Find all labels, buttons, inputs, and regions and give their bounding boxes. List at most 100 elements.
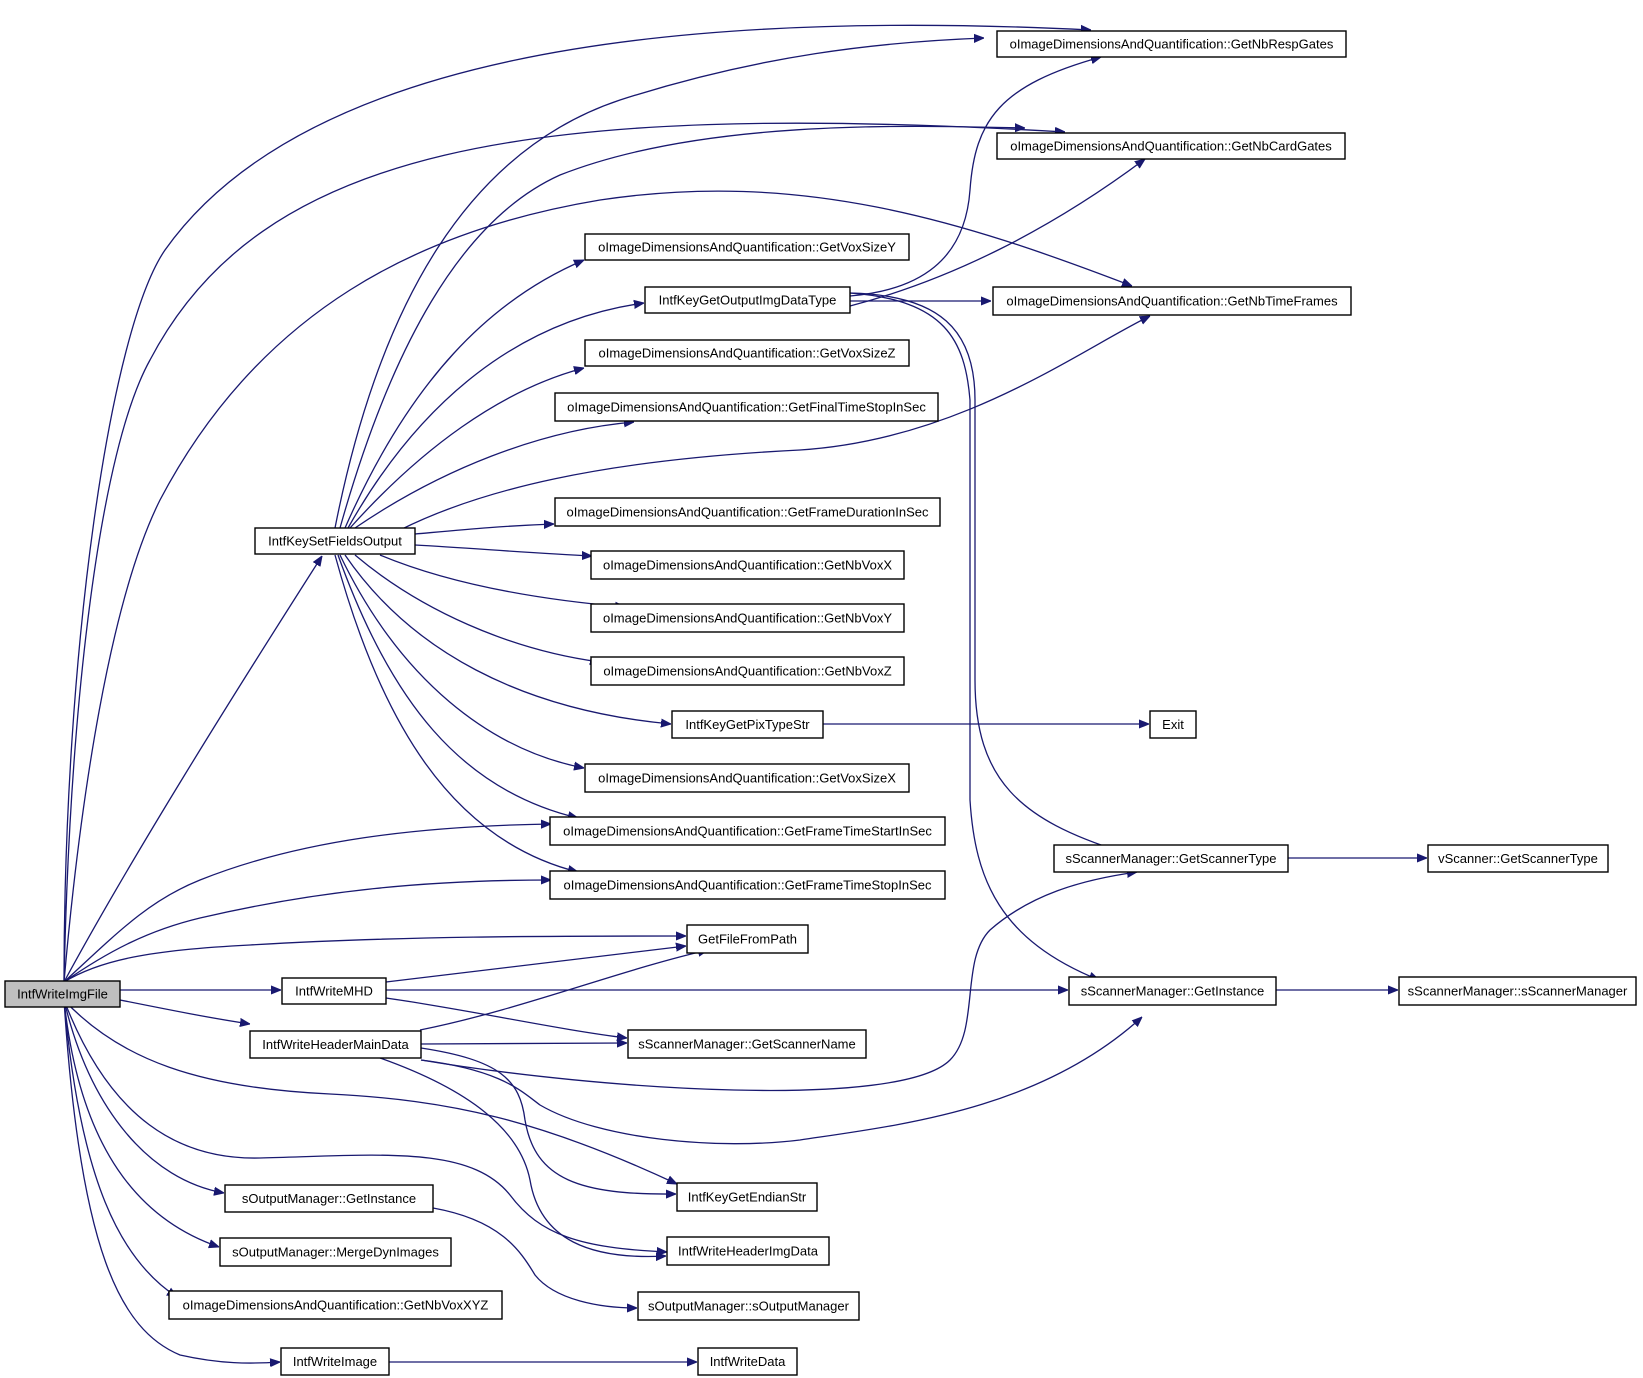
node-get-frame-time-start-in-sec[interactable]: oImageDimensionsAndQuantification::GetFr…	[549, 816, 946, 846]
edge-root-to-frame-time-start	[63, 824, 551, 983]
label-scanner-manager-get-scanner-type: sScannerManager::GetScannerType	[1065, 851, 1276, 866]
edge-set-fields-to-get-nb-resp-gates	[334, 38, 984, 529]
edge-set-fields-to-get-nb-vox-x	[414, 544, 592, 556]
node-scanner-manager-get-scanner-name[interactable]: sScannerManager::GetScannerName	[627, 1029, 867, 1059]
node-intf-write-header-img-data[interactable]: IntfWriteHeaderImgData	[666, 1236, 830, 1266]
label-intf-write-image: IntfWriteImage	[293, 1354, 377, 1369]
node-get-frame-time-stop-in-sec[interactable]: oImageDimensionsAndQuantification::GetFr…	[549, 870, 946, 900]
edge-main-data-to-header-img-data	[379, 1057, 666, 1256]
edge-root-to-get-nb-time-frames	[63, 190, 1132, 983]
edge-root-to-get-nb-resp-gates	[63, 24, 1091, 983]
edge-set-fields-to-get-nb-time-frames	[399, 316, 1150, 531]
node-output-manager-ctor[interactable]: sOutputManager::sOutputManager	[637, 1291, 860, 1321]
node-get-nb-vox-y[interactable]: oImageDimensionsAndQuantification::GetNb…	[590, 603, 905, 633]
label-get-nb-vox-y: oImageDimensionsAndQuantification::GetNb…	[603, 611, 892, 626]
node-scanner-manager-get-instance[interactable]: sScannerManager::GetInstance	[1068, 976, 1277, 1006]
node-get-final-time-stop-in-sec[interactable]: oImageDimensionsAndQuantification::GetFi…	[554, 392, 939, 422]
edge-main-data-to-endian-str	[420, 1047, 676, 1194]
node-intf-write-mhd[interactable]: IntfWriteMHD	[281, 977, 387, 1005]
label-output-manager-get-instance: sOutputManager::GetInstance	[242, 1191, 416, 1206]
label-get-nb-resp-gates: oImageDimensionsAndQuantification::GetNb…	[1010, 37, 1334, 52]
edge-output-type-to-scanner-instance	[849, 292, 1099, 981]
node-intf-key-get-output-img-data-type[interactable]: IntfKeyGetOutputImgDataType	[644, 286, 851, 314]
node-get-vox-size-x[interactable]: oImageDimensionsAndQuantification::GetVo…	[584, 763, 910, 793]
node-intf-key-get-pix-type-str[interactable]: IntfKeyGetPixTypeStr	[671, 710, 824, 739]
node-intf-write-data[interactable]: IntfWriteData	[697, 1347, 798, 1376]
label-intf-write-data: IntfWriteData	[710, 1354, 786, 1369]
edge-main-data-to-scanner-name	[420, 1043, 627, 1044]
edge-main-data-to-get-file-from-path	[419, 950, 708, 1031]
label-scanner-manager-ctor: sScannerManager::sScannerManager	[1408, 984, 1628, 999]
edge-root-to-intf-write-image	[63, 999, 280, 1363]
node-get-nb-time-frames[interactable]: oImageDimensionsAndQuantification::GetNb…	[992, 286, 1352, 316]
label-scanner-manager-get-scanner-name: sScannerManager::GetScannerName	[638, 1037, 856, 1052]
label-intf-write-img-file: IntfWriteImgFile	[17, 987, 108, 1002]
edge-set-fields-to-get-vox-size-z	[349, 368, 584, 529]
edge-root-to-get-nb-card-gates	[63, 122, 1065, 983]
edge-root-to-frame-time-stop	[63, 880, 551, 983]
node-get-nb-vox-z[interactable]: oImageDimensionsAndQuantification::GetNb…	[590, 656, 905, 686]
edge-set-fields-to-frame-time-stop	[334, 554, 578, 872]
edge-set-fields-to-pix-type-str	[344, 554, 671, 724]
node-output-manager-merge-dyn-images[interactable]: sOutputManager::MergeDynImages	[219, 1237, 452, 1267]
call-edges	[63, 24, 1427, 1363]
node-output-manager-get-instance[interactable]: sOutputManager::GetInstance	[224, 1184, 434, 1213]
edge-root-to-header-img-data	[63, 999, 667, 1252]
edge-root-to-output-get-instance	[63, 999, 224, 1193]
node-intf-key-get-endian-str[interactable]: IntfKeyGetEndianStr	[676, 1182, 818, 1212]
label-get-final-time-stop-in-sec: oImageDimensionsAndQuantification::GetFi…	[567, 400, 926, 415]
edge-set-fields-to-get-nb-card-gates	[339, 126, 1025, 529]
edge-set-fields-to-get-nb-vox-y	[379, 554, 625, 607]
node-scanner-manager-ctor[interactable]: sScannerManager::sScannerManager	[1398, 976, 1637, 1006]
node-intf-write-image[interactable]: IntfWriteImage	[280, 1347, 390, 1376]
node-intf-key-set-fields-output[interactable]: IntfKeySetFieldsOutput	[254, 527, 416, 555]
label-get-nb-time-frames: oImageDimensionsAndQuantification::GetNb…	[1006, 294, 1338, 309]
label-scanner-manager-get-instance: sScannerManager::GetInstance	[1081, 984, 1265, 999]
edge-output-type-to-get-nb-resp-gates	[849, 57, 1101, 297]
label-get-file-from-path: GetFileFromPath	[698, 932, 797, 947]
label-get-nb-vox-xyz: oImageDimensionsAndQuantification::GetNb…	[183, 1298, 489, 1313]
edge-mhd-to-scanner-name	[385, 997, 627, 1038]
label-vscanner-get-scanner-type: vScanner::GetScannerType	[1438, 851, 1598, 866]
node-exit[interactable]: Exit	[1149, 710, 1197, 739]
label-get-vox-size-y: oImageDimensionsAndQuantification::GetVo…	[598, 240, 896, 255]
node-intf-write-header-main-data[interactable]: IntfWriteHeaderMainData	[249, 1030, 422, 1059]
edge-root-to-endian-str	[63, 999, 677, 1185]
node-scanner-manager-get-scanner-type[interactable]: sScannerManager::GetScannerType	[1053, 844, 1289, 873]
node-get-nb-vox-x[interactable]: oImageDimensionsAndQuantification::GetNb…	[590, 550, 905, 580]
node-get-nb-card-gates[interactable]: oImageDimensionsAndQuantification::GetNb…	[996, 132, 1346, 160]
label-intf-key-get-endian-str: IntfKeyGetEndianStr	[688, 1190, 807, 1205]
label-get-nb-card-gates: oImageDimensionsAndQuantification::GetNb…	[1010, 139, 1332, 154]
edge-main-data-to-scanner-type	[420, 872, 1137, 1092]
edge-set-fields-to-get-vox-size-x	[339, 554, 584, 768]
label-intf-key-set-fields-output: IntfKeySetFieldsOutput	[268, 534, 402, 549]
node-vscanner-get-scanner-type[interactable]: vScanner::GetScannerType	[1427, 844, 1609, 873]
label-get-nb-vox-x: oImageDimensionsAndQuantification::GetNb…	[603, 558, 892, 573]
edge-set-fields-to-output-img-data-type	[347, 303, 644, 529]
edge-set-fields-to-final-time-stop	[354, 422, 634, 529]
edge-output-type-to-scanner-type	[849, 292, 1122, 852]
node-get-nb-vox-xyz[interactable]: oImageDimensionsAndQuantification::GetNb…	[168, 1290, 503, 1320]
label-output-manager-merge-dyn-images: sOutputManager::MergeDynImages	[232, 1245, 439, 1260]
label-get-vox-size-x: oImageDimensionsAndQuantification::GetVo…	[598, 771, 896, 786]
edge-output-type-to-get-nb-card-gates	[849, 159, 1145, 307]
node-get-frame-duration-in-sec[interactable]: oImageDimensionsAndQuantification::GetFr…	[554, 497, 941, 527]
label-output-manager-ctor: sOutputManager::sOutputManager	[648, 1299, 850, 1314]
node-intf-write-img-file[interactable]: IntfWriteImgFile	[4, 980, 121, 1008]
label-intf-write-header-main-data: IntfWriteHeaderMainData	[262, 1037, 409, 1052]
node-get-vox-size-y[interactable]: oImageDimensionsAndQuantification::GetVo…	[584, 233, 910, 261]
edge-root-to-merge-dyn-images	[63, 999, 219, 1247]
edge-root-to-set-fields-output	[63, 556, 322, 983]
edge-set-fields-to-get-vox-size-y	[344, 259, 584, 529]
label-intf-key-get-pix-type-str: IntfKeyGetPixTypeStr	[685, 717, 810, 732]
node-get-nb-resp-gates[interactable]: oImageDimensionsAndQuantification::GetNb…	[996, 30, 1347, 58]
node-get-vox-size-z[interactable]: oImageDimensionsAndQuantification::GetVo…	[584, 339, 910, 367]
label-get-frame-time-start-in-sec: oImageDimensionsAndQuantification::GetFr…	[563, 824, 932, 839]
node-get-file-from-path[interactable]: GetFileFromPath	[686, 924, 809, 954]
label-exit: Exit	[1162, 717, 1184, 732]
edge-root-to-get-nb-vox-xyz	[63, 999, 177, 1297]
edge-root-to-header-main-data	[119, 999, 250, 1024]
edge-mhd-to-get-file-from-path	[385, 946, 686, 983]
edge-set-fields-to-frame-time-start	[337, 554, 578, 818]
